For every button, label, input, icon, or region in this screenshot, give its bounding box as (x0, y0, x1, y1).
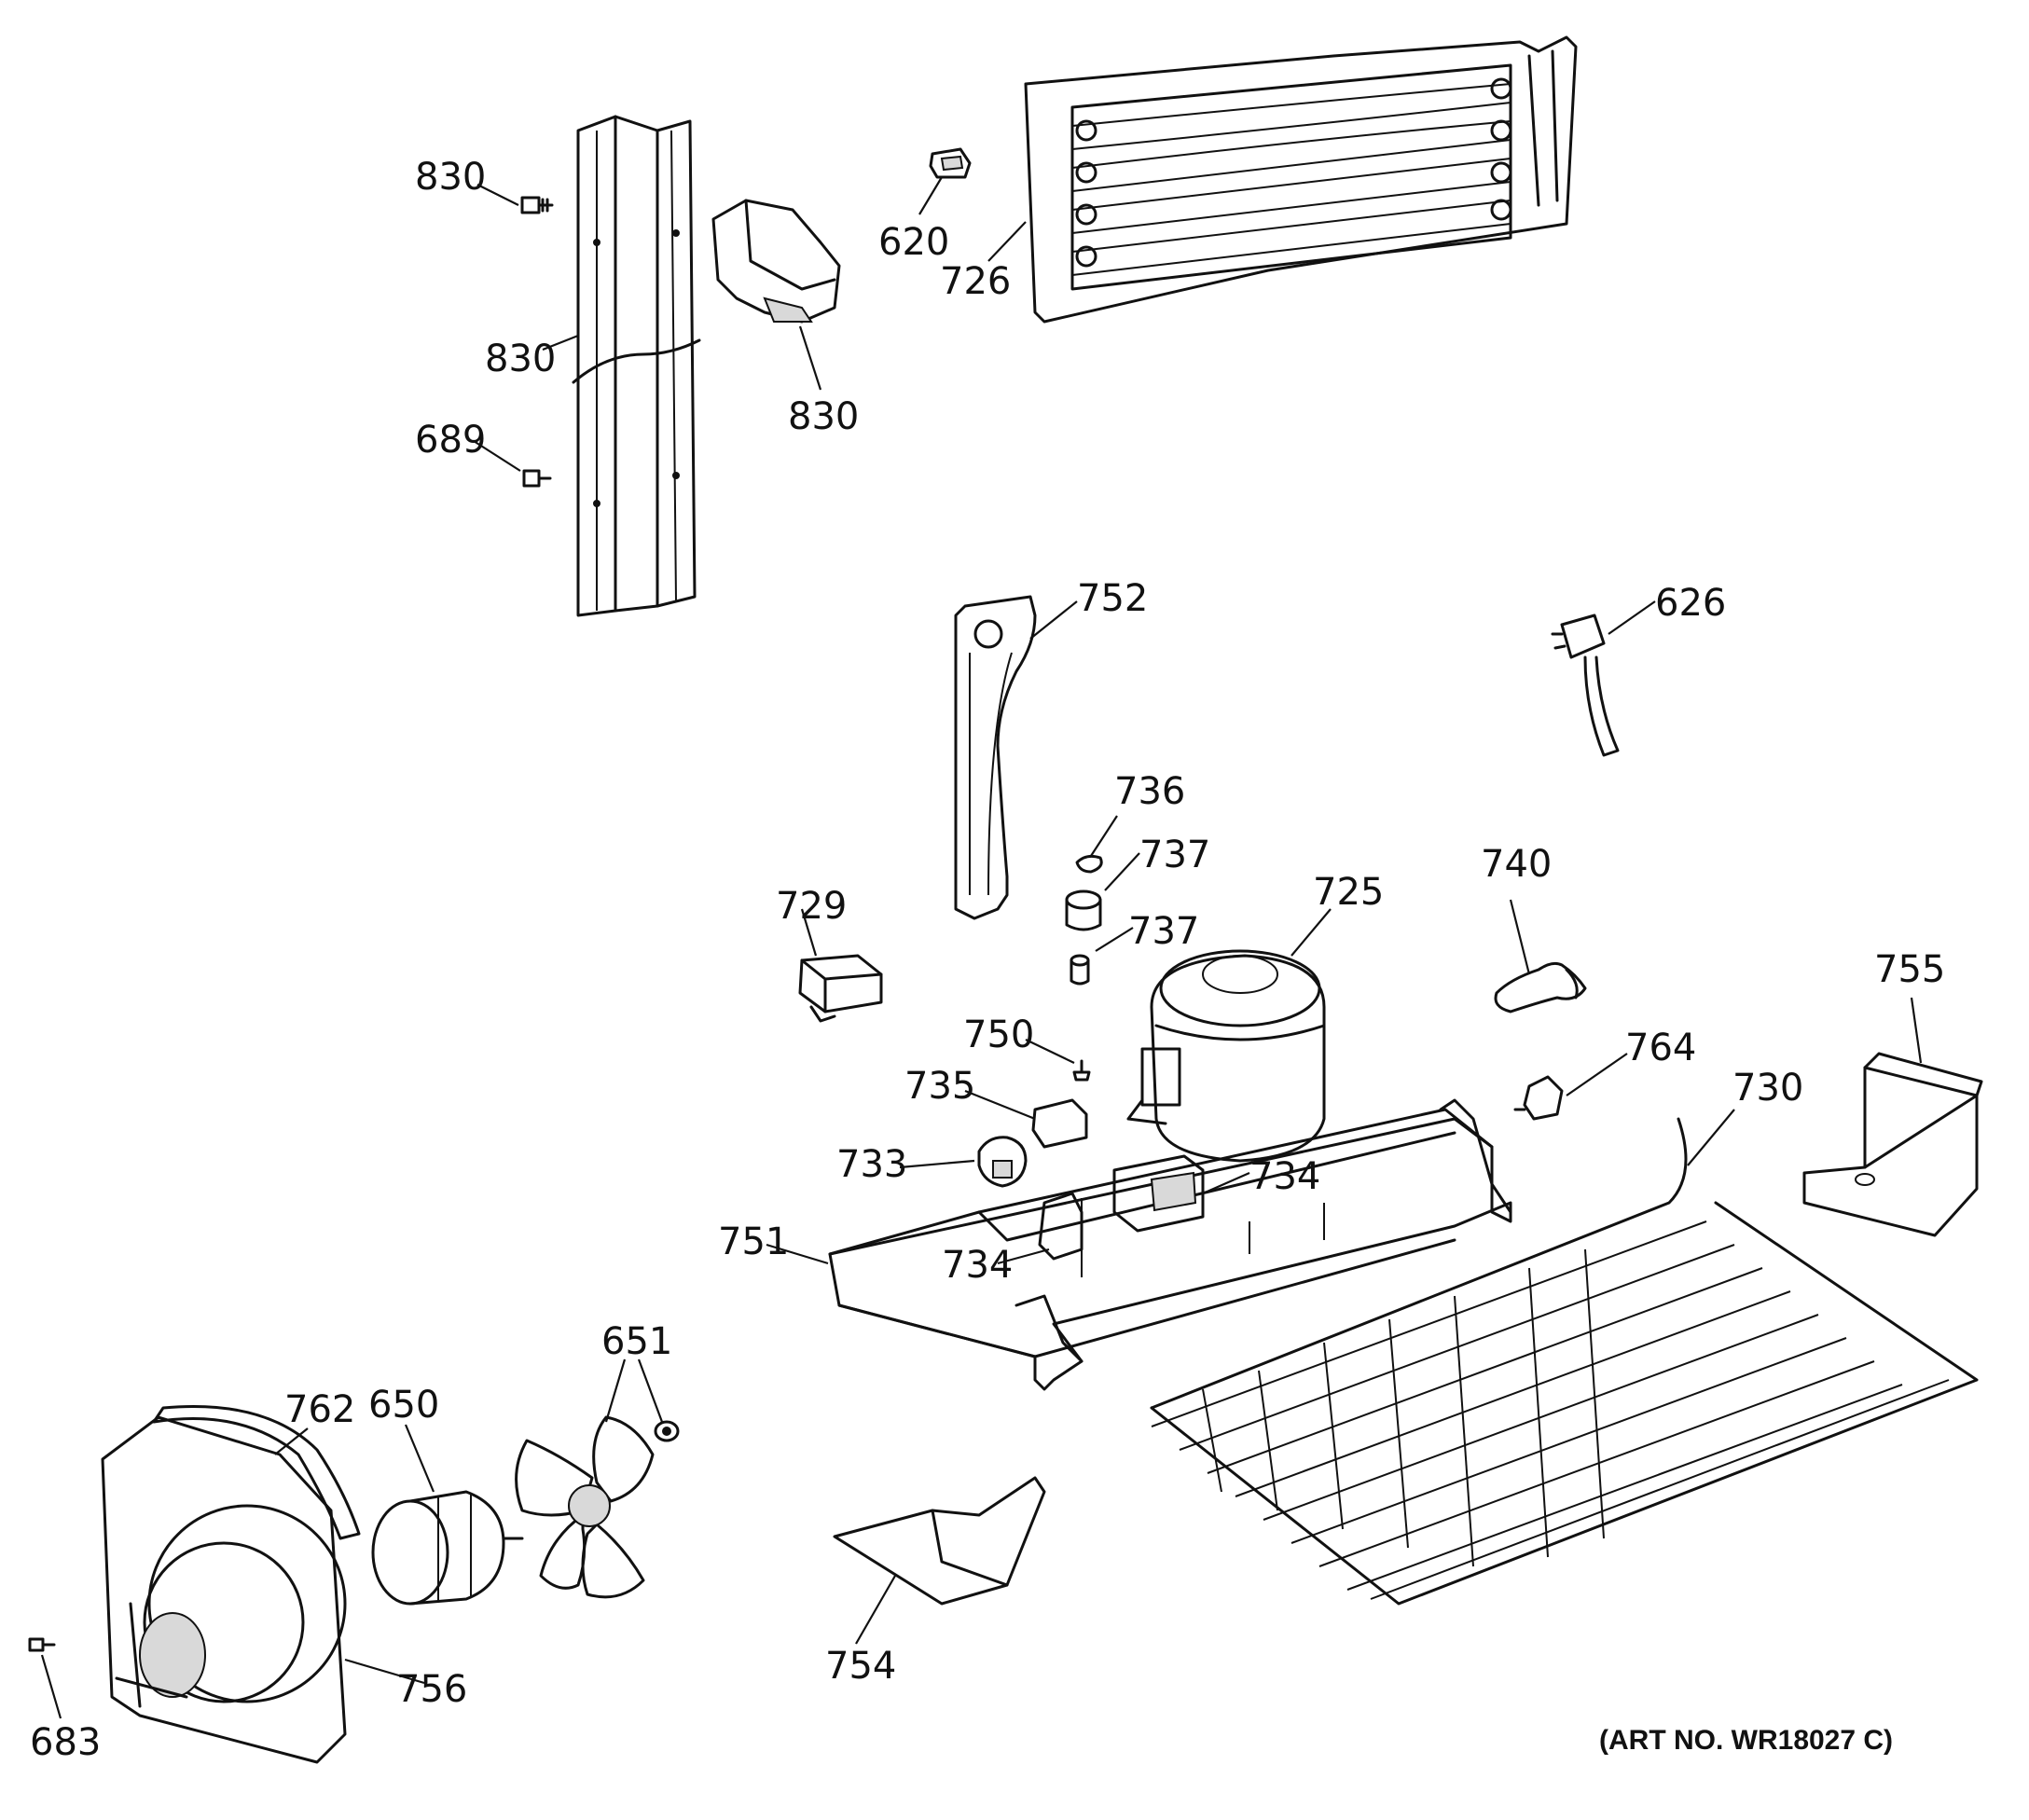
callout-729: 729 (776, 885, 847, 928)
callout-752: 752 (1077, 577, 1148, 620)
callout-751: 751 (718, 1220, 789, 1263)
part-737-grommet (1065, 889, 1102, 931)
part-750-screw (1072, 1059, 1091, 1082)
part-651-fan-blade (515, 1415, 655, 1599)
art-number: (ART NO. WR18027 C) (1599, 1725, 1893, 1756)
part-689-screw (522, 469, 552, 488)
callout-750: 750 (963, 1013, 1034, 1056)
callout-689: 689 (415, 419, 486, 462)
callout-755: 755 (1874, 948, 1945, 991)
part-729-capacitor (798, 954, 883, 1023)
callout-830-top: 830 (415, 156, 486, 199)
callout-620: 620 (878, 221, 949, 264)
leader-762 (274, 1427, 309, 1455)
part-755-bracket (1802, 1052, 1983, 1237)
part-733-overload (977, 1136, 1028, 1188)
part-726-condenser (1024, 35, 1578, 324)
callout-730: 730 (1732, 1067, 1803, 1110)
callout-650: 650 (368, 1384, 439, 1427)
callout-737-upper: 737 (1139, 834, 1210, 876)
leader-730 (1687, 1109, 1735, 1166)
callout-830-cover: 830 (788, 395, 859, 438)
part-830-channel-bracket (572, 115, 701, 617)
part-735-cover (1031, 1098, 1088, 1149)
leader-737b (1095, 927, 1134, 952)
part-756-fan-shroud (101, 1415, 347, 1764)
leader-734a (1202, 1171, 1250, 1195)
callout-683: 683 (30, 1721, 101, 1764)
callout-735: 735 (904, 1065, 975, 1108)
leader-650 (404, 1424, 435, 1493)
leader-736 (1090, 815, 1118, 857)
callout-737-lower: 737 (1128, 910, 1199, 953)
callout-736: 736 (1114, 770, 1185, 813)
leader-764 (1566, 1053, 1628, 1096)
callout-764: 764 (1625, 1027, 1696, 1069)
leader-830c (798, 325, 822, 391)
part-737-sleeve (1070, 954, 1090, 986)
leader-830b (542, 334, 579, 352)
part-762-gasket (152, 1404, 361, 1540)
part-734-relay-left (1038, 1192, 1084, 1261)
leader-735 (964, 1089, 1036, 1121)
callout-754: 754 (825, 1645, 896, 1688)
callout-651: 651 (601, 1320, 672, 1363)
part-725-compressor (1126, 949, 1326, 1163)
leader-751 (766, 1243, 829, 1265)
part-650-fan-motor (371, 1490, 524, 1606)
leader-683 (40, 1654, 62, 1719)
leader-830a (476, 184, 519, 206)
part-830-relay-cover (711, 199, 841, 324)
part-830-screw (520, 196, 554, 214)
leader-734b (997, 1248, 1050, 1265)
callout-725: 725 (1313, 871, 1384, 914)
callout-labels: 830 830 830 689 620 726 752 626 736 737 … (30, 156, 1945, 1764)
leader-689 (473, 440, 521, 472)
part-751-base-tray (828, 1098, 1512, 1391)
part-736-clip (1075, 854, 1103, 874)
leader-726 (987, 221, 1027, 262)
leader-651 (604, 1358, 664, 1423)
part-734-relay-right (1112, 1154, 1205, 1233)
part-683-screw (28, 1637, 56, 1652)
leader-756 (344, 1658, 425, 1685)
leader-755 (1910, 997, 1923, 1064)
callout-734-left: 734 (942, 1244, 1013, 1287)
callout-626: 626 (1655, 582, 1726, 625)
leader-752 (1029, 600, 1078, 640)
callout-733: 733 (836, 1143, 907, 1186)
leader-729 (800, 908, 818, 957)
callout-740: 740 (1481, 843, 1552, 886)
callout-756: 756 (396, 1668, 467, 1711)
callout-762: 762 (284, 1388, 355, 1431)
leader-750 (1025, 1039, 1075, 1064)
leader-737a (1104, 852, 1140, 891)
part-730-coil (1150, 1117, 1979, 1606)
leader-626 (1608, 600, 1656, 635)
part-754-drain-pan (833, 1476, 1046, 1606)
leader-lines (40, 176, 1923, 1719)
leader-740 (1509, 899, 1531, 975)
callout-830-mid: 830 (485, 338, 556, 380)
leader-620 (918, 176, 943, 215)
part-620-clip (929, 147, 972, 179)
callout-734-right: 734 (1249, 1155, 1320, 1198)
part-651-nut (654, 1420, 680, 1442)
part-626-power-cord (1551, 614, 1620, 757)
part-764-bracket (1513, 1075, 1564, 1121)
part-740-wire-clip (1494, 961, 1587, 1013)
leader-733 (899, 1159, 975, 1169)
callout-726: 726 (940, 260, 1011, 303)
leader-754 (855, 1575, 896, 1645)
leader-725 (1291, 908, 1332, 957)
part-752-strap (954, 595, 1037, 920)
